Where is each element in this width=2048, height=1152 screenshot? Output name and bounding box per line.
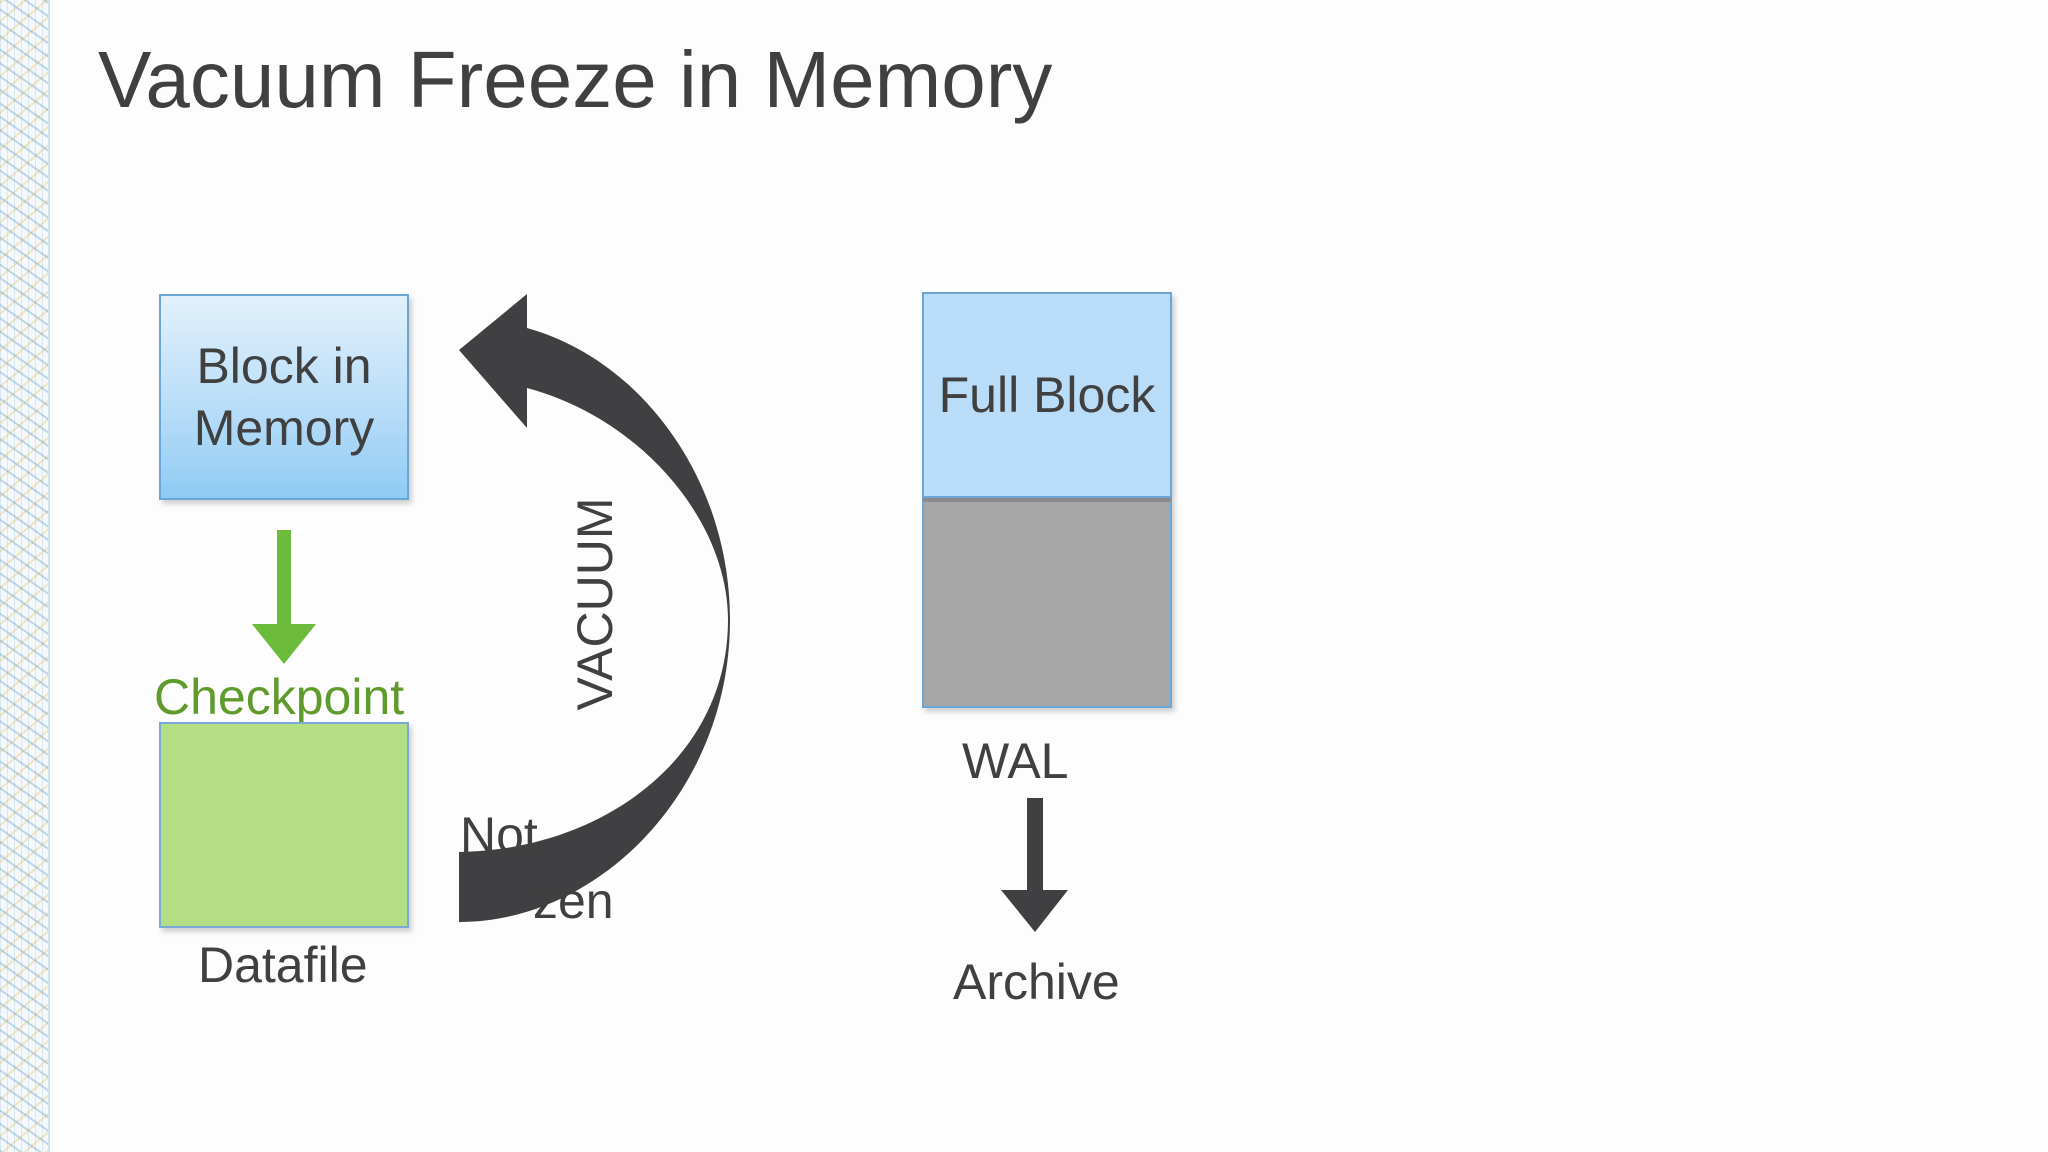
vacuum-label: VACUUM	[567, 497, 623, 711]
datafile-label: Datafile	[198, 937, 368, 993]
checkpoint-label: Checkpoint	[154, 669, 405, 725]
full-block-box: Full Block	[922, 292, 1172, 498]
archive-label: Archive	[953, 954, 1120, 1010]
archive-arrow-icon	[1001, 798, 1068, 932]
vacuum-curved-arrow-icon	[459, 294, 730, 922]
decorative-side-strip	[0, 0, 50, 1152]
block-in-memory-box: Block in Memory	[159, 294, 409, 500]
datafile-box	[159, 722, 409, 928]
slide-title: Vacuum Freeze in Memory	[98, 35, 1053, 124]
wal-label: WAL	[962, 733, 1069, 789]
not-frozen-label-part2: zen	[533, 873, 614, 929]
not-frozen-label-part1: Not	[460, 807, 538, 863]
wal-block-box	[922, 498, 1172, 708]
checkpoint-arrow-icon	[252, 530, 316, 664]
